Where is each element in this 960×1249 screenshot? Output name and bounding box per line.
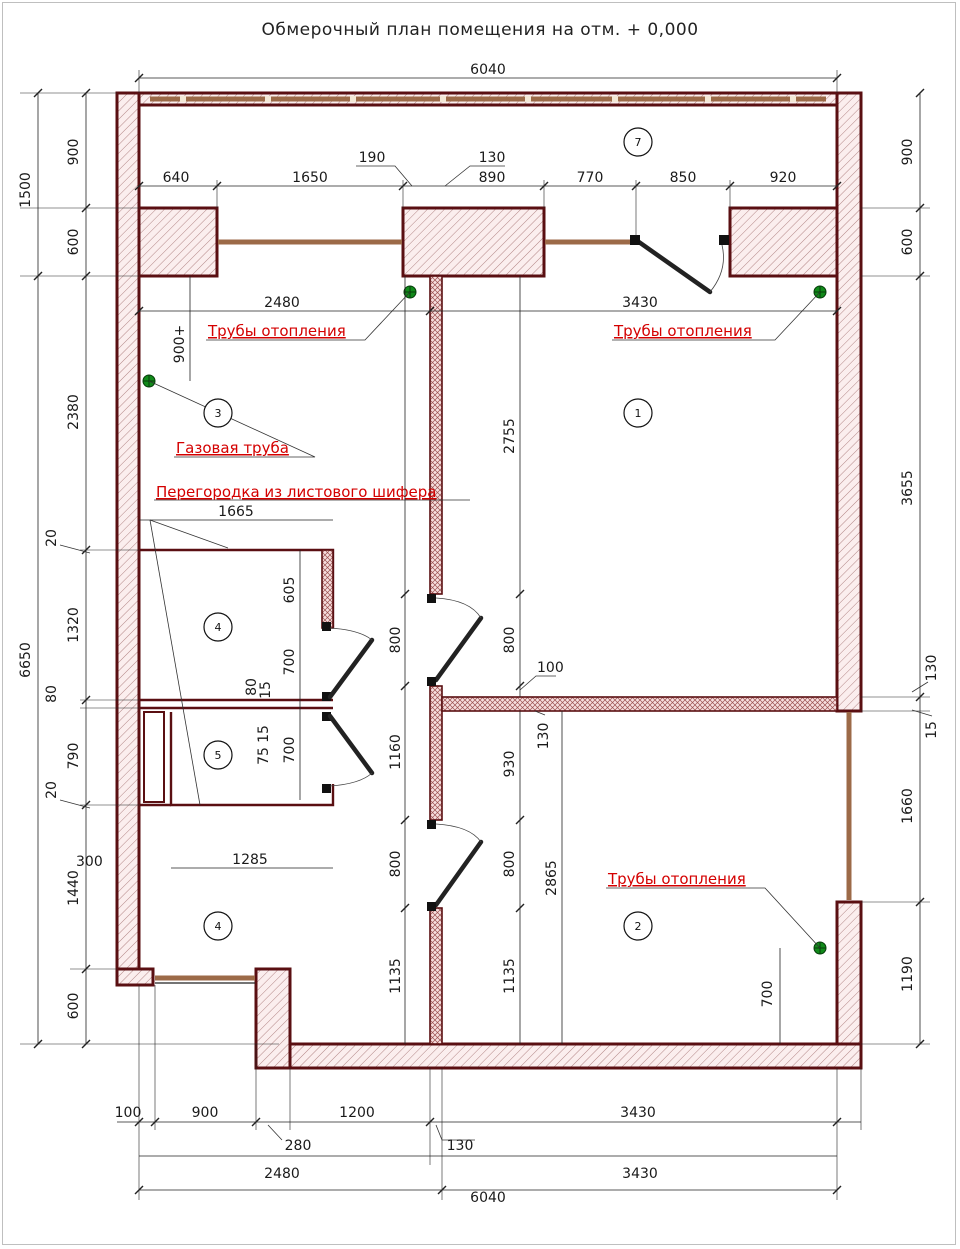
- dim-top-total: 6040: [470, 62, 506, 78]
- dim-1190: 1190: [900, 956, 916, 992]
- dim-800-d: 800: [502, 851, 518, 878]
- dim-2480-bottom: 2480: [264, 1166, 300, 1182]
- dim-700-a: 700: [282, 649, 298, 676]
- dim-15-right: 15: [924, 721, 940, 739]
- room-7-marker: 7: [635, 136, 642, 149]
- plan-title: Обмерочный план помещения на отм. + 0,00…: [261, 20, 699, 40]
- dim-1660: 1660: [900, 788, 916, 824]
- dim-930: 930: [502, 751, 518, 778]
- heating-pipes-label: Трубы отопления: [207, 322, 346, 340]
- dim-100-mid: 100: [537, 660, 564, 676]
- dim-770: 770: [577, 170, 604, 186]
- dim-900: 900: [192, 1105, 219, 1121]
- heating-pipes-label: Трубы отопления: [613, 322, 752, 340]
- extension-lines: [20, 70, 930, 1200]
- dim-6650: 6650: [18, 642, 34, 678]
- dim-2755: 2755: [502, 418, 518, 454]
- gas-pipe-label: Газовая труба: [176, 439, 289, 457]
- dim-6040-bottom: 6040: [470, 1190, 506, 1206]
- dim-room5-width: 1285: [232, 852, 268, 868]
- dimension-lines: [37, 77, 921, 1191]
- dim-800-b: 800: [502, 627, 518, 654]
- dim-280: 280: [285, 1138, 312, 1154]
- room-4-marker: 4: [215, 621, 222, 634]
- balcony-wall: [137, 206, 839, 278]
- dim-room3-width: 2480: [264, 295, 300, 311]
- dim-15-mid: 15: [258, 681, 274, 699]
- dim-130: 130: [479, 150, 506, 166]
- dim-room1-width: 3430: [622, 295, 658, 311]
- room-1-marker: 1: [635, 407, 642, 420]
- dim-20-a: 20: [44, 529, 60, 547]
- dim-1200: 1200: [339, 1105, 375, 1121]
- bathroom-block: [139, 519, 375, 807]
- dim-100: 100: [115, 1105, 142, 1121]
- room-2-marker: 2: [635, 920, 642, 933]
- room-3-marker: 3: [215, 407, 222, 420]
- dim-2380: 2380: [66, 394, 82, 430]
- dim-1320: 1320: [66, 607, 82, 643]
- dim-1135-a: 1135: [388, 958, 404, 994]
- dim-75: 75: [256, 747, 272, 765]
- dim-640: 640: [163, 170, 190, 186]
- room-5-marker: 5: [215, 749, 222, 762]
- dim-20-b: 20: [44, 781, 60, 799]
- dim-room4-width: 1665: [218, 504, 254, 520]
- dim-1135-b: 1135: [502, 958, 518, 994]
- dim-800-c: 800: [388, 851, 404, 878]
- dim-190: 190: [359, 150, 386, 166]
- dim-3655: 3655: [900, 470, 916, 506]
- small-dim-leaders: [59, 165, 933, 1141]
- dim-80-mid: 80: [244, 678, 260, 696]
- interior-doors: [427, 594, 484, 911]
- dim-15b: 15: [256, 725, 272, 743]
- dim-900-left: 900: [66, 139, 82, 166]
- dim-605: 605: [282, 577, 298, 604]
- room-markers: [203, 127, 653, 941]
- dim-790: 790: [66, 743, 82, 770]
- dim-1650: 1650: [292, 170, 328, 186]
- dim-1500: 1500: [18, 172, 34, 208]
- partition-label: Перегородка из листового шифера: [156, 483, 436, 501]
- dim-80-left: 80: [44, 685, 60, 703]
- dim-130-right: 130: [924, 655, 940, 682]
- dim-600-right: 600: [900, 229, 916, 256]
- outer-walls: [115, 91, 863, 1070]
- heating-pipes-label: Трубы отопления: [607, 870, 746, 888]
- dim-600-left-bot: 600: [66, 993, 82, 1020]
- dim-1160: 1160: [388, 734, 404, 770]
- dim-700-b: 700: [282, 737, 298, 764]
- dim-890: 890: [479, 170, 506, 186]
- room-4-hall-marker: 4: [215, 920, 222, 933]
- dim-700-right-room2: 700: [760, 981, 776, 1008]
- dim-920: 920: [770, 170, 797, 186]
- label-leaders: [148, 291, 821, 949]
- dimension-ticks: [33, 73, 925, 1195]
- dim-800-a: 800: [388, 627, 404, 654]
- balcony-door: [633, 237, 713, 295]
- dim-900plus: 900+: [172, 325, 188, 363]
- dim-900-right: 900: [900, 139, 916, 166]
- dim-850: 850: [670, 170, 697, 186]
- dim-600-left-top: 600: [66, 229, 82, 256]
- dim-1440: 1440: [66, 870, 82, 906]
- dim-130-bottom: 130: [447, 1138, 474, 1154]
- dim-300: 300: [76, 854, 103, 870]
- dim-3430-bottom: 3430: [622, 1166, 658, 1182]
- dim-130-mid: 130: [536, 723, 552, 750]
- dim-3430-row1: 3430: [620, 1105, 656, 1121]
- dim-2865: 2865: [544, 860, 560, 896]
